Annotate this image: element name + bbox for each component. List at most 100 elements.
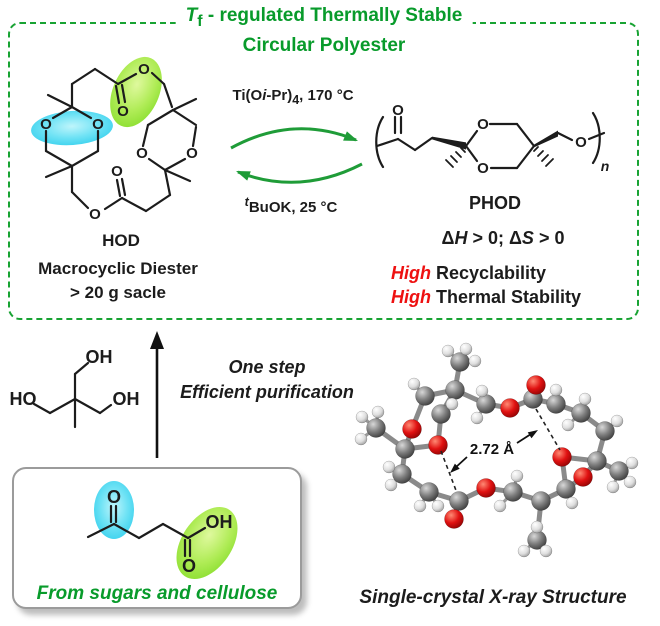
o-label: O (477, 160, 489, 177)
carbon-atom (415, 386, 435, 406)
thermo-text: ΔH > 0; ΔS > 0 (441, 228, 565, 248)
triol-structure: HO OH OH (10, 347, 140, 429)
tf-subscript: f (197, 12, 203, 30)
hydrogen-atom (459, 342, 473, 356)
hydrogen-atom (549, 383, 563, 397)
o-label: O (92, 116, 104, 133)
carbon-atom (503, 482, 523, 502)
hydrogen-atom (606, 480, 620, 494)
ho-label: HO (10, 389, 37, 409)
o-label: O (136, 145, 148, 162)
carbon-atom (595, 421, 615, 441)
oxygen-atom (500, 398, 520, 418)
hydrogen-atom (510, 469, 524, 483)
scheme-title: Tf - regulated Thermally Stable Circular… (175, 4, 473, 58)
xray-distance-annotation: 2.72 Å (440, 408, 561, 494)
oh-label: OH (86, 347, 113, 367)
hydrogen-atom (445, 397, 459, 411)
carbon-atom (450, 352, 470, 372)
carbon-atom (366, 418, 386, 438)
hod-label: HOD (102, 231, 140, 250)
hydrogen-atom (565, 496, 579, 510)
hydrogen-atom (382, 460, 396, 474)
carbon-atom (556, 479, 576, 499)
oxygen-atom (526, 375, 546, 395)
o-label: O (182, 556, 196, 576)
o-label: O (40, 116, 52, 133)
oh-label: OH (206, 512, 233, 532)
xray-caption: Single-crystal X-ray Structure (359, 587, 627, 608)
carbon-atom (587, 451, 607, 471)
n-subscript: n (601, 158, 610, 174)
carbon-atom (571, 403, 591, 423)
o-label: O (186, 145, 198, 162)
carbon-atom (445, 380, 465, 400)
step-arrow (150, 331, 164, 458)
carbon-atom (431, 404, 451, 424)
hydrogen-atom (625, 456, 639, 470)
feedstock-caption: From sugars and cellulose (36, 583, 278, 604)
tf-symbol: T (185, 5, 198, 26)
o-label: O (138, 61, 150, 78)
o-label: O (89, 206, 101, 223)
carbon-atom (476, 394, 496, 414)
oxygen-atom (444, 509, 464, 529)
hydrogen-atom (561, 418, 575, 432)
route-purification-text: Efficient purification (180, 382, 354, 402)
hydrogen-atom (441, 344, 455, 358)
hod-structure: O O O O O O O O (31, 56, 198, 223)
green-ester-highlight (110, 56, 162, 128)
oxygen-atom (428, 435, 448, 455)
thermal-stability-text: High Thermal Stability (391, 287, 582, 307)
carbon-atom (531, 491, 551, 511)
hydrogen-atom (530, 520, 544, 534)
carbon-atom (609, 461, 629, 481)
oxygen-atom (402, 419, 422, 439)
hydrogen-atom (371, 405, 385, 419)
o-label: O (575, 134, 587, 151)
scheme-title-line1: Tf - regulated Thermally Stable (175, 4, 473, 34)
o-label: O (477, 116, 489, 133)
feedstock-box (12, 467, 302, 609)
hydrogen-atom (470, 411, 484, 425)
hydrogen-atom (355, 410, 369, 424)
phod-label: PHOD (468, 193, 522, 213)
cyan-ketone-highlight (94, 481, 134, 539)
hydrogen-atom (407, 377, 421, 391)
equilibrium-arrows (230, 127, 363, 184)
o-label: O (117, 103, 129, 120)
carbon-atom (392, 464, 412, 484)
oh-label: OH (113, 389, 140, 409)
reverse-conditions: tBuOK, 25 °C (244, 195, 338, 216)
o-label: O (392, 102, 404, 119)
recyclability-text: High Recyclability (391, 263, 547, 283)
hydrogen-atom (431, 499, 445, 513)
o-label: O (107, 487, 121, 507)
hydrogen-atom (475, 384, 489, 398)
hydrogen-atom (413, 499, 427, 513)
oxygen-atom (476, 478, 496, 498)
oxygen-atom (552, 447, 572, 467)
hydrogen-atom (578, 392, 592, 406)
hydrogen-atom (384, 478, 398, 492)
hydrogen-atom (539, 544, 553, 558)
xray-model (354, 342, 639, 558)
oxygen-atom (573, 467, 593, 487)
cyan-acetal-highlight (31, 110, 113, 146)
phod-structure: O O O O n (375, 102, 610, 177)
carbon-atom (546, 394, 566, 414)
hod-scale: > 20 g sacle (70, 283, 166, 302)
hod-description: Macrocyclic Diester (38, 259, 198, 278)
hydrogen-atom (517, 544, 531, 558)
scheme-title-line2: Circular Polyester (242, 34, 406, 56)
hydrogen-atom (623, 475, 637, 489)
carbon-atom (395, 439, 415, 459)
green-acid-highlight (176, 507, 238, 579)
hydrogen-atom (354, 432, 368, 446)
o-label: O (111, 163, 123, 180)
hydrogen-atom (468, 354, 482, 368)
hydrogen-atom (610, 414, 624, 428)
route-step-text: One step (228, 357, 306, 377)
